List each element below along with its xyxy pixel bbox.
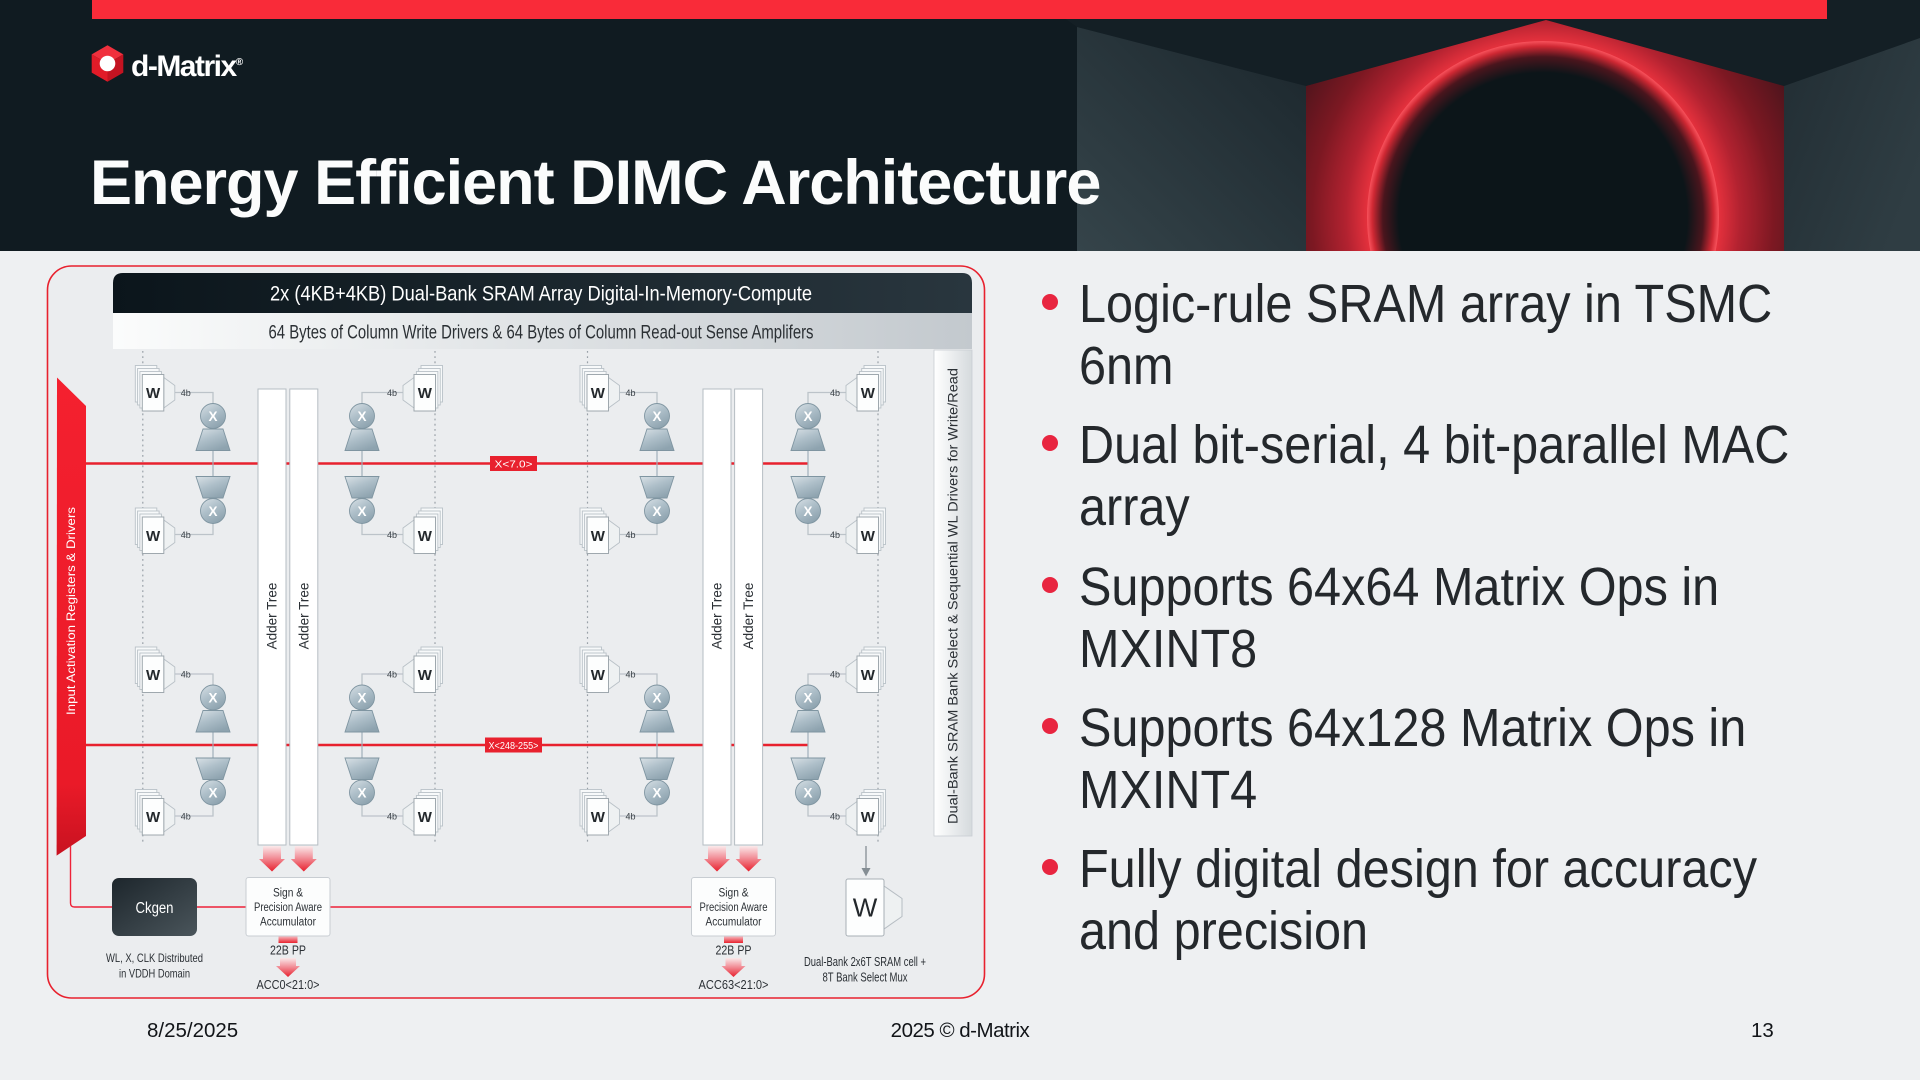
svg-text:Accumulator: Accumulator (260, 917, 316, 929)
svg-text:X: X (357, 504, 366, 519)
svg-text:W: W (591, 667, 606, 684)
svg-text:X: X (803, 786, 812, 801)
svg-text:X: X (208, 409, 217, 424)
svg-text:W: W (146, 667, 161, 684)
svg-text:Adder Tree: Adder Tree (265, 583, 280, 650)
svg-text:W: W (591, 528, 606, 545)
svg-text:W: W (146, 809, 161, 826)
svg-text:8T Bank Select Mux: 8T Bank Select Mux (823, 971, 909, 985)
svg-text:X: X (803, 409, 812, 424)
svg-text:X<248-255>: X<248-255> (489, 741, 539, 752)
svg-text:X: X (803, 504, 812, 519)
svg-text:X: X (803, 691, 812, 706)
svg-text:W: W (861, 528, 876, 545)
svg-text:W: W (861, 809, 876, 826)
svg-text:4b: 4b (181, 670, 191, 680)
svg-text:Adder Tree: Adder Tree (741, 583, 756, 650)
svg-text:W: W (861, 667, 876, 684)
svg-text:22B PP: 22B PP (716, 944, 752, 958)
svg-text:X: X (652, 504, 661, 519)
svg-text:Input Activation Registers & D: Input Activation Registers & Drivers (64, 507, 78, 715)
svg-text:W: W (418, 385, 433, 402)
svg-text:4b: 4b (625, 812, 635, 822)
svg-text:Precision Aware: Precision Aware (700, 902, 768, 914)
svg-text:ACC0<21:0>: ACC0<21:0> (257, 978, 320, 992)
svg-text:W: W (418, 667, 433, 684)
svg-text:X: X (652, 409, 661, 424)
svg-text:X: X (208, 691, 217, 706)
svg-text:4b: 4b (830, 388, 840, 398)
svg-text:4b: 4b (625, 388, 635, 398)
svg-text:W: W (591, 385, 606, 402)
svg-text:X: X (208, 504, 217, 519)
svg-text:X: X (652, 786, 661, 801)
svg-text:X<7.0>: X<7.0> (495, 460, 533, 471)
svg-text:Sign &: Sign & (273, 888, 303, 900)
svg-text:Precision Aware: Precision Aware (254, 902, 322, 914)
svg-text:ACC63<21:0>: ACC63<21:0> (699, 978, 769, 992)
svg-text:X: X (357, 691, 366, 706)
svg-text:X: X (208, 786, 217, 801)
svg-text:4b: 4b (181, 388, 191, 398)
svg-text:X: X (652, 691, 661, 706)
svg-text:4b: 4b (387, 670, 397, 680)
svg-text:in VDDH Domain: in VDDH Domain (119, 967, 190, 981)
svg-text:4b: 4b (625, 530, 635, 540)
svg-text:4b: 4b (830, 670, 840, 680)
svg-text:Adder Tree: Adder Tree (296, 583, 311, 650)
svg-text:W: W (146, 528, 161, 545)
svg-text:4b: 4b (387, 812, 397, 822)
svg-text:WL, X, CLK Distributed: WL, X, CLK Distributed (106, 951, 203, 965)
svg-text:4b: 4b (181, 530, 191, 540)
svg-text:Dual-Bank 2x6T SRAM cell +: Dual-Bank 2x6T SRAM cell + (804, 955, 926, 969)
svg-text:X: X (357, 409, 366, 424)
svg-text:4b: 4b (830, 530, 840, 540)
svg-text:W: W (591, 809, 606, 826)
svg-text:W: W (861, 385, 876, 402)
svg-text:64 Bytes of Column Write Drive: 64 Bytes of Column Write Drivers & 64 By… (269, 322, 814, 344)
svg-text:4b: 4b (387, 530, 397, 540)
svg-text:W: W (418, 528, 433, 545)
svg-text:Accumulator: Accumulator (706, 917, 762, 929)
svg-text:W: W (146, 385, 161, 402)
svg-text:4b: 4b (181, 812, 191, 822)
svg-text:4b: 4b (830, 812, 840, 822)
svg-text:X: X (357, 786, 366, 801)
svg-text:W: W (853, 893, 878, 923)
svg-text:22B PP: 22B PP (270, 944, 306, 958)
svg-text:Dual-Bank SRAM Bank Select & S: Dual-Bank SRAM Bank Select & Sequential … (945, 368, 961, 824)
svg-text:4b: 4b (625, 670, 635, 680)
svg-text:2x (4KB+4KB) Dual-Bank SRAM Ar: 2x (4KB+4KB) Dual-Bank SRAM Array Digita… (270, 283, 812, 306)
svg-text:Sign &: Sign & (719, 888, 749, 900)
svg-text:W: W (418, 809, 433, 826)
svg-text:4b: 4b (387, 388, 397, 398)
svg-text:Ckgen: Ckgen (136, 900, 174, 917)
svg-text:Adder Tree: Adder Tree (710, 583, 725, 650)
